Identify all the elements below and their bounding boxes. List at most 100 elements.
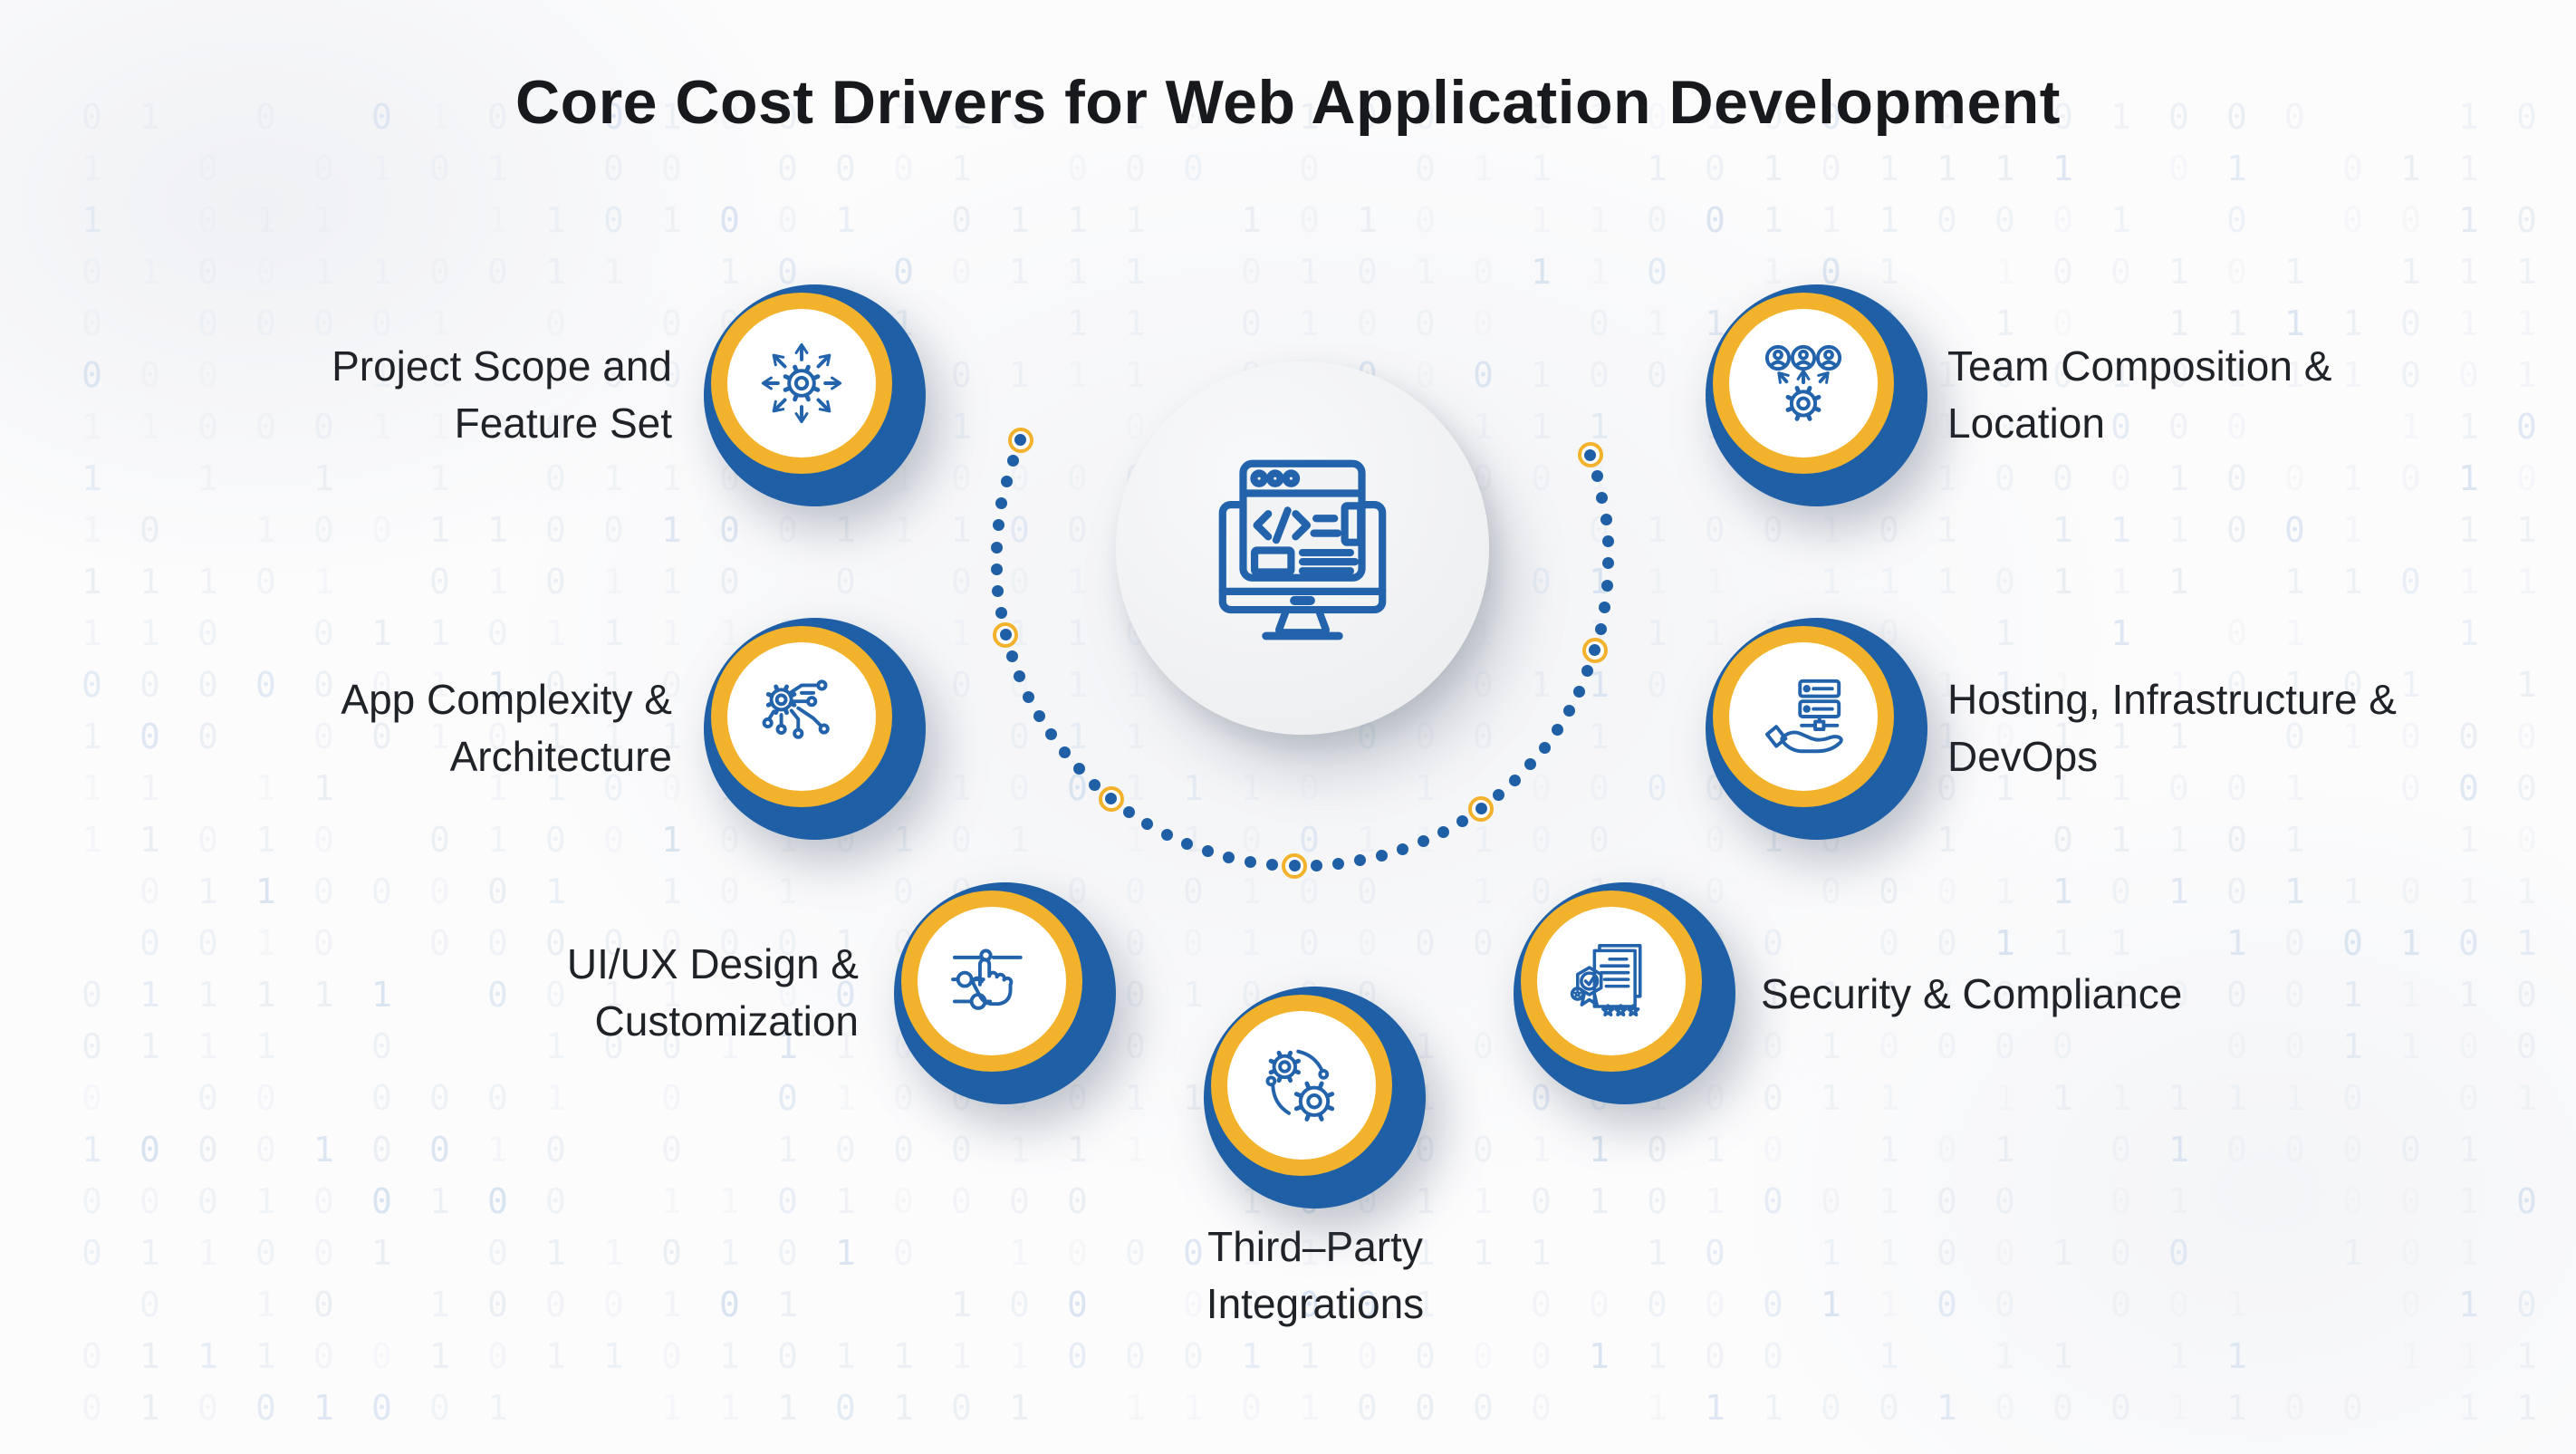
binary-digit: 0: [2226, 665, 2247, 705]
binary-digit: 0: [1183, 1233, 1204, 1273]
binary-digit: 1: [429, 613, 450, 653]
binary-digit: 1: [1879, 252, 1899, 292]
binary-digit: 0: [661, 303, 682, 343]
binary-digit: 0: [1647, 1181, 1668, 1221]
binary-digit: 1: [2516, 1336, 2537, 1376]
binary-digit: 0: [313, 871, 334, 911]
binary-digit: 0: [2516, 975, 2537, 1015]
binary-digit: 1: [835, 1181, 856, 1221]
arc-marker: [993, 621, 1019, 648]
binary-digit: 0: [603, 820, 624, 860]
binary-digit: 0: [139, 1285, 160, 1324]
binary-digit: 1: [2284, 768, 2305, 808]
binary-digit: 0: [2226, 252, 2247, 292]
binary-digit: 1: [139, 820, 160, 860]
binary-digit: 0: [1067, 871, 1088, 911]
hand-sliders-icon: [951, 948, 1023, 1010]
binary-digit: 1: [2342, 303, 2363, 343]
binary-digit: 1: [2342, 562, 2363, 602]
binary-digit: 1: [487, 820, 508, 860]
binary-digit: 0: [1357, 252, 1378, 292]
binary-digit: 0: [1357, 303, 1378, 343]
binary-digit: 1: [1705, 1130, 1725, 1170]
binary-digit: 0: [139, 717, 160, 756]
binary-digit: 0: [371, 1130, 392, 1170]
binary-digit: 0: [139, 1181, 160, 1221]
binary-digit: 1: [2458, 975, 2479, 1015]
binary-digit: 1: [1647, 149, 1668, 188]
binary-digit: 0: [1705, 820, 1725, 860]
binary-digit: 0: [1415, 1336, 1436, 1376]
binary-digit: 0: [487, 1233, 508, 1273]
binary-digit: 1: [661, 871, 682, 911]
binary-digit: 1: [2226, 923, 2247, 963]
binary-digit: 1: [545, 200, 566, 240]
binary-digit: 0: [2516, 717, 2537, 756]
binary-digit: 0: [1531, 1336, 1552, 1376]
binary-digit: 1: [1067, 562, 1088, 602]
binary-digit: 1: [255, 975, 276, 1015]
arc-dot: [1376, 849, 1389, 862]
binary-digit: 0: [139, 510, 160, 550]
binary-digit: 1: [2458, 510, 2479, 550]
binary-digit: 0: [1357, 717, 1378, 756]
binary-digit: 0: [197, 303, 218, 343]
binary-digit: 0: [1357, 1336, 1378, 1376]
binary-digit: 1: [777, 1026, 798, 1066]
binary-digit: 1: [893, 820, 914, 860]
binary-digit: 0: [777, 1233, 798, 1273]
binary-digit: 0: [1473, 1130, 1494, 1170]
arc-dot: [1601, 579, 1614, 592]
binary-digit: 1: [2400, 407, 2421, 447]
binary-digit: 0: [2226, 975, 2247, 1015]
binary-digit: 1: [1473, 149, 1494, 188]
binary-digit: 0: [487, 975, 508, 1015]
binary-digit: 0: [197, 407, 218, 447]
binary-digit: 1: [313, 458, 334, 498]
binary-digit: 0: [1705, 149, 1725, 188]
binary-digit: 0: [1415, 303, 1436, 343]
binary-digit: 1: [1705, 303, 1725, 343]
binary-digit: 0: [2168, 975, 2189, 1015]
binary-digit: 0: [1009, 510, 1030, 550]
binary-digit: 0: [197, 717, 218, 756]
binary-digit: 0: [1299, 820, 1320, 860]
binary-digit: 1: [2342, 717, 2363, 756]
binary-digit: 1: [1299, 97, 1320, 137]
binary-digit: 0: [2052, 355, 2073, 395]
binary-digit: 0: [1994, 458, 2015, 498]
binary-digit: 0: [2052, 1388, 2073, 1428]
binary-digit: 1: [2052, 717, 2073, 756]
binary-digit: 1: [1821, 1285, 1841, 1324]
binary-digit: 1: [1937, 355, 1957, 395]
binary-digit: 0: [1357, 1388, 1378, 1428]
binary-digit: 1: [1937, 1388, 1957, 1428]
binary-digit: 1: [197, 871, 218, 911]
binary-digit: 1: [429, 717, 450, 756]
binary-digit: 0: [603, 768, 624, 808]
binary-digit: 1: [2110, 97, 2131, 137]
binary-digit: 0: [2226, 510, 2247, 550]
binary-digit: 1: [1183, 1078, 1204, 1118]
binary-digit: 1: [429, 407, 450, 447]
binary-digit: 0: [719, 820, 740, 860]
arc-dot: [1456, 814, 1469, 827]
binary-digit: 0: [1009, 1181, 1030, 1221]
arc-dot: [1332, 858, 1345, 871]
node-label-line: Location: [1947, 400, 2105, 447]
binary-digit: 0: [893, 1078, 914, 1118]
binary-digit: 1: [2458, 871, 2479, 911]
binary-digit: 0: [371, 871, 392, 911]
binary-digit: 1: [1241, 1336, 1262, 1376]
binary-digit: 1: [2110, 1078, 2131, 1118]
binary-digit: 0: [1531, 1285, 1552, 1324]
binary-digit: 1: [487, 665, 508, 705]
binary-digit: 1: [603, 1336, 624, 1376]
binary-digit: 0: [313, 510, 334, 550]
binary-digit: 0: [2400, 200, 2421, 240]
binary-digit: 1: [1994, 1078, 2015, 1118]
binary-digit: 0: [719, 200, 740, 240]
binary-digit: 1: [1241, 871, 1262, 911]
binary-digit: 0: [1531, 562, 1552, 602]
binary-digit: 1: [2226, 149, 2247, 188]
